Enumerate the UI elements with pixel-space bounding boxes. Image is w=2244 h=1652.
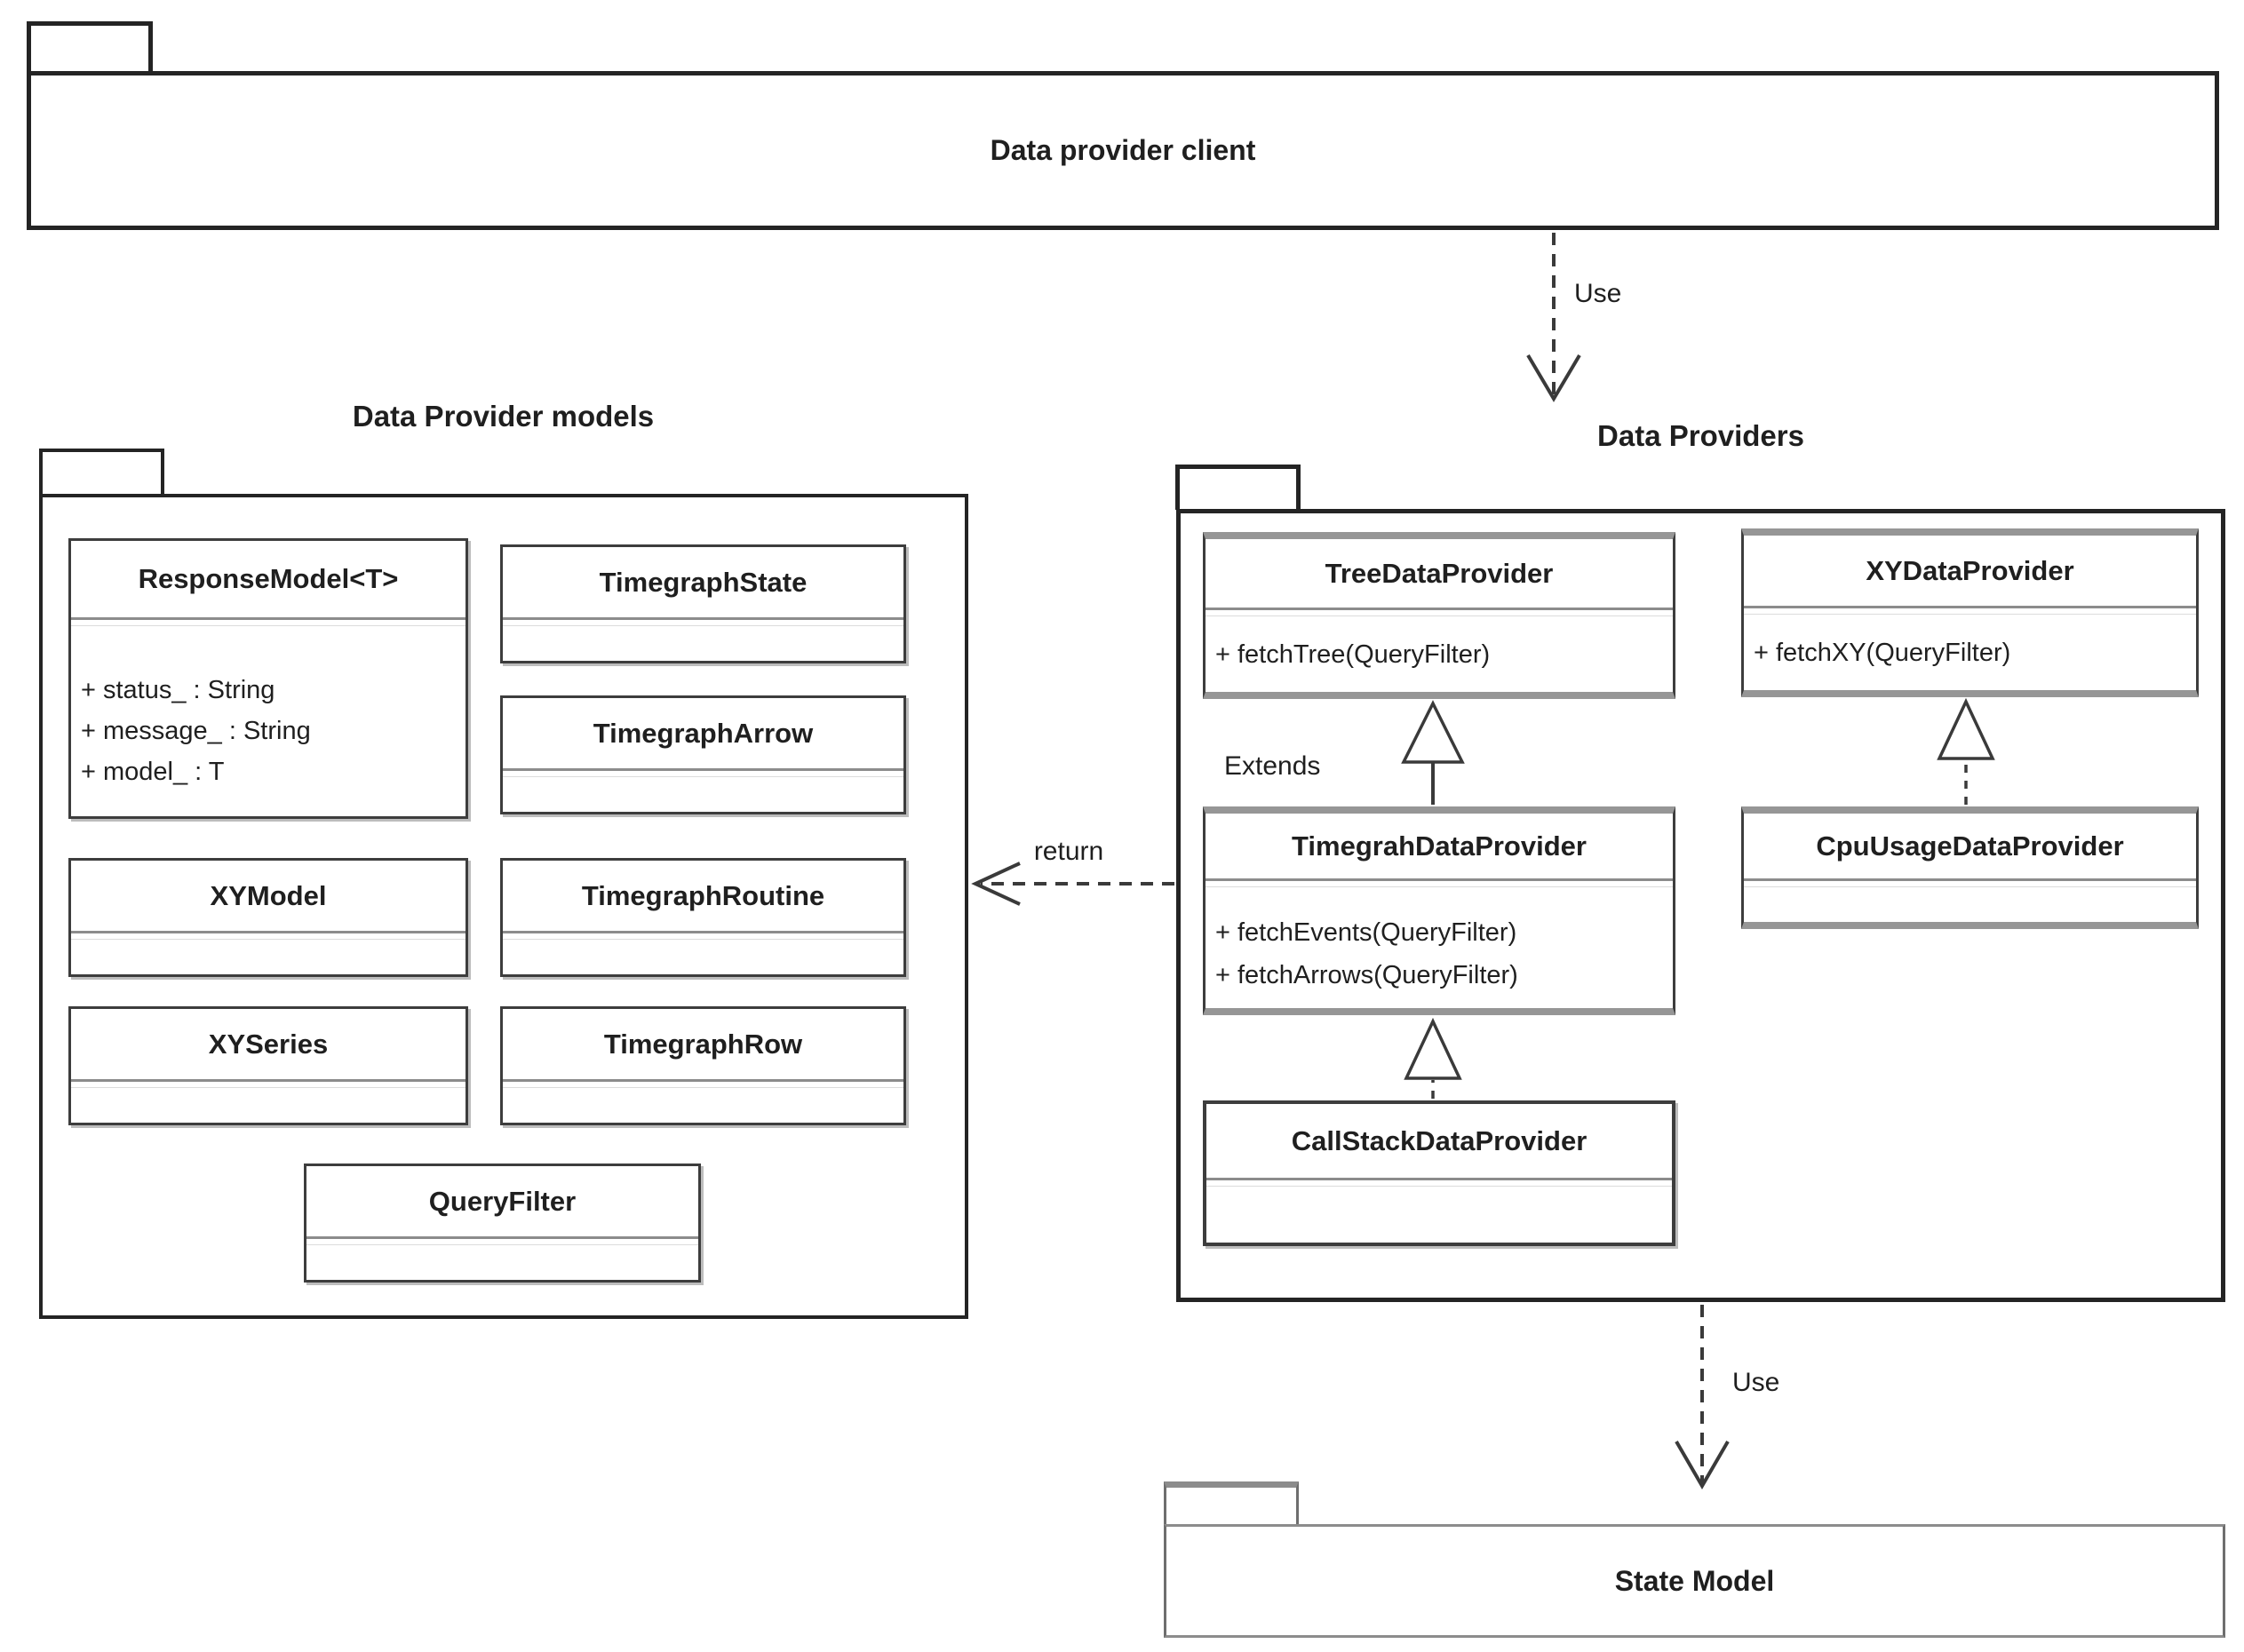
package-state-model-title: State Model <box>1614 1564 1775 1597</box>
method-row: + fetchXY(QueryFilter) <box>1754 639 2011 667</box>
class-title: CpuUsageDataProvider <box>1744 814 2196 881</box>
use-arrow-top <box>1526 233 1581 402</box>
attribute-row: + model_ : T <box>81 758 225 786</box>
class-title: TreeDataProvider <box>1206 539 1673 610</box>
class-xy-series: XYSeries <box>68 1006 468 1125</box>
class-call-stack-data-provider: CallStackDataProvider <box>1203 1100 1675 1246</box>
package-client <box>27 71 2219 230</box>
class-title: XYSeries <box>71 1009 466 1082</box>
heading-data-provider-models: Data Provider models <box>352 400 655 433</box>
use-arrow-bottom <box>1675 1305 1730 1489</box>
attribute-row: + status_ : String <box>81 676 275 704</box>
class-query-filter: QueryFilter <box>304 1164 701 1283</box>
method-row: + fetchEvents(QueryFilter) <box>1215 918 1517 947</box>
class-xy-data-provider: XYDataProvider + fetchXY(QueryFilter) <box>1741 528 2199 697</box>
class-title: TimegraphRow <box>503 1009 903 1082</box>
attribute-row: + message_ : String <box>81 717 311 745</box>
package-tab-models <box>39 449 164 495</box>
cpu-usage-realization-arrow <box>1937 697 1995 805</box>
class-title: QueryFilter <box>306 1166 698 1239</box>
class-title: XYModel <box>71 861 466 933</box>
heading-data-providers: Data Providers <box>1597 419 1804 452</box>
class-timegraph-row: TimegraphRow <box>500 1006 906 1125</box>
class-title: TimegraphArrow <box>503 698 903 771</box>
package-tab-client <box>27 21 153 73</box>
package-client-title: Data provider client <box>990 134 1256 166</box>
class-tree-data-provider: TreeDataProvider + fetchTree(QueryFilter… <box>1203 532 1675 699</box>
use-label-bottom: Use <box>1732 1368 1780 1397</box>
class-response-model: ResponseModel<T> + status_ : String + me… <box>68 538 468 819</box>
method-row: + fetchArrows(QueryFilter) <box>1215 961 1518 989</box>
class-title: ResponseModel<T> <box>71 541 466 620</box>
class-timegrah-data-provider: TimegrahDataProvider + fetchEvents(Query… <box>1203 806 1675 1015</box>
return-label: return <box>1033 837 1104 866</box>
class-title: TimegrahDataProvider <box>1206 814 1673 881</box>
class-xy-model: XYModel <box>68 858 468 977</box>
class-title: XYDataProvider <box>1744 536 2196 608</box>
class-title: TimegraphState <box>503 547 903 620</box>
extends-generalization-arrow <box>1401 700 1465 805</box>
class-title: TimegraphRoutine <box>503 861 903 933</box>
class-title: CallStackDataProvider <box>1206 1104 1672 1180</box>
call-stack-realization-arrow <box>1404 1017 1462 1099</box>
package-tab-state-model <box>1164 1481 1299 1525</box>
method-row: + fetchTree(QueryFilter) <box>1215 640 1491 669</box>
extends-label: Extends <box>1224 751 1321 781</box>
class-timegraph-routine: TimegraphRoutine <box>500 858 906 977</box>
return-arrow <box>971 862 1174 906</box>
package-state-model <box>1164 1524 2225 1638</box>
package-tab-providers <box>1175 465 1301 510</box>
class-timegraph-state: TimegraphState <box>500 544 906 663</box>
class-cpu-usage-data-provider: CpuUsageDataProvider <box>1741 806 2199 929</box>
use-label-top: Use <box>1574 279 1622 308</box>
class-timegraph-arrow: TimegraphArrow <box>500 695 906 814</box>
